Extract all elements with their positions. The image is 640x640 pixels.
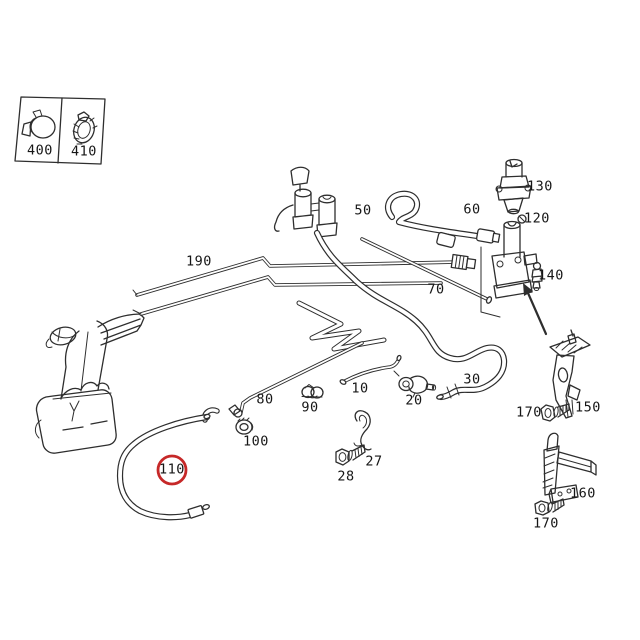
part-label-100: 100 — [243, 433, 269, 450]
part-label-120: 120 — [524, 210, 550, 227]
part-label-28: 28 — [337, 468, 355, 485]
hose-main-run — [317, 233, 504, 400]
tube-zigzag — [299, 303, 384, 349]
clip-90 — [301, 384, 324, 399]
tube-70 — [360, 237, 493, 304]
highlight-circle-110 — [156, 454, 188, 486]
bleed-valve-140 — [531, 261, 543, 291]
valve-20 — [393, 370, 437, 398]
part-label-80: 80 — [256, 391, 274, 408]
part-label-60: 60 — [463, 201, 481, 218]
tube-80 — [228, 341, 364, 418]
part-label-90: 90 — [301, 399, 319, 416]
screw-28 — [335, 444, 366, 466]
part-label-170-upper: 170 — [516, 404, 542, 421]
bolt-170-upper — [540, 403, 570, 422]
bracket-160 — [542, 432, 597, 504]
part-label-140: 140 — [538, 267, 564, 284]
part-label-50: 50 — [354, 202, 372, 219]
tube-190 — [132, 256, 461, 316]
washer-reservoir — [34, 313, 145, 454]
tube-coupling-icon — [450, 253, 477, 271]
hose-110 — [120, 413, 211, 518]
grommet-100 — [235, 417, 254, 435]
clip-27 — [353, 410, 372, 451]
part-label-190: 190 — [186, 253, 212, 270]
pump-130 — [495, 158, 532, 215]
part-label-70: 70 — [427, 281, 445, 298]
part-label-20: 20 — [405, 392, 423, 409]
hose-coupling-icon — [436, 231, 456, 248]
clamp-inset-box — [14, 96, 106, 165]
part-label-30: 30 — [463, 371, 481, 388]
part-label-160: 160 — [570, 485, 596, 502]
part-label-110: 110 — [159, 461, 185, 478]
hose-coupling-icon — [476, 228, 501, 244]
part-label-170-lower: 170 — [533, 515, 559, 532]
bolt-170-lower — [534, 498, 565, 516]
pointer-arrow — [523, 283, 548, 336]
part-label-150: 150 — [575, 399, 601, 416]
washer-pump-50 — [273, 166, 338, 238]
hose-clamp-400-icon — [21, 109, 56, 139]
bracket-150 — [549, 329, 591, 419]
part-label-27: 27 — [365, 453, 383, 470]
part-label-10: 10 — [351, 380, 369, 397]
part-label-130: 130 — [527, 178, 553, 195]
part-label-410: 410 — [71, 143, 97, 160]
hose-clamp-410-icon — [72, 111, 98, 145]
hose-60 — [388, 194, 501, 248]
tube-10 — [339, 354, 402, 385]
part-label-400: 400 — [27, 142, 53, 159]
